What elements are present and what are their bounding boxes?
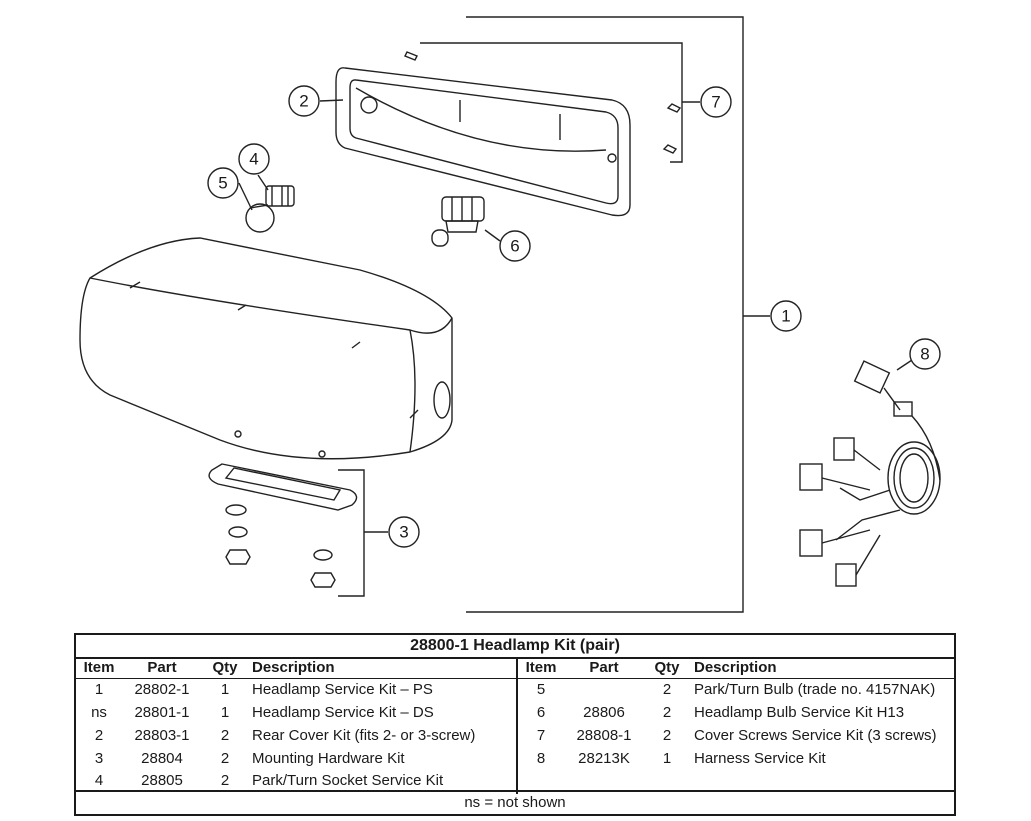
table-row: 3 28804 2 Mounting Hardware Kit: [76, 748, 516, 770]
cell-description: Headlamp Bulb Service Kit H13: [694, 704, 905, 721]
cell-part: [564, 679, 644, 700]
parts-table: 28800-1 Headlamp Kit (pair) Item Part Qt…: [74, 633, 956, 816]
cell-part: 28802-1: [134, 681, 190, 698]
park-turn-bulb-part: [245, 203, 275, 233]
callout-label-6: 6: [510, 237, 519, 256]
table-row: ns 28801-1 1 Headlamp Service Kit – DS: [76, 702, 516, 724]
cell-description: Rear Cover Kit (fits 2- or 3-screw): [252, 727, 476, 744]
item-3-bracket: [338, 469, 365, 597]
rear-cover-part: [335, 67, 631, 217]
cell-description: Harness Service Kit: [694, 750, 826, 767]
cell-qty: 2: [662, 681, 672, 698]
item-5-leader: [238, 182, 253, 211]
cell-item: 4: [94, 772, 104, 789]
cell-part: 28803-1: [134, 727, 190, 744]
cell-qty: 2: [662, 727, 672, 744]
header-qty: Qty: [654, 659, 680, 676]
table-row: 7 28808-1 2 Cover Screws Service Kit (3 …: [518, 725, 956, 747]
callout-circle-6: [499, 230, 531, 262]
callout-circle-1: [770, 300, 802, 332]
cell-qty: 2: [662, 704, 672, 721]
item-2-leader: [319, 99, 344, 102]
header-description: Description: [694, 659, 777, 676]
cell-item: 5: [536, 681, 546, 698]
item-8-leader: [896, 359, 913, 371]
table-row: 1 28802-1 1 Headlamp Service Kit – PS: [76, 679, 516, 701]
harness-part: [799, 360, 941, 587]
callout-label-3: 3: [399, 523, 408, 542]
header-description: Description: [252, 659, 335, 676]
cell-part: 28808-1: [576, 727, 632, 744]
callout-circle-2: [288, 85, 320, 117]
callout-label-7: 7: [711, 93, 720, 112]
item-6-leader: [484, 229, 501, 242]
table-title: 28800-1 Headlamp Kit (pair): [76, 635, 954, 659]
table-right-half: Item Part Qty Description 5 2 Park/Turn …: [516, 657, 956, 794]
table-row: 4 28805 2 Park/Turn Socket Service Kit: [76, 770, 516, 792]
header-qty: Qty: [212, 659, 238, 676]
callout-circle-8: [909, 338, 941, 370]
exploded-parts-diagram: 2 4 5 6 7 1 8 3: [79, 16, 941, 613]
cell-description: Park/Turn Socket Service Kit: [252, 772, 444, 789]
callout-label-5: 5: [218, 174, 227, 193]
table-left-half: Item Part Qty Description 1 28802-1 1 He…: [76, 657, 516, 794]
cell-item: 6: [536, 704, 546, 721]
table-row: 8 28213K 1 Harness Service Kit: [518, 748, 956, 770]
cell-qty: 2: [220, 772, 230, 789]
table-header-row: Item Part Qty Description: [518, 657, 956, 679]
cell-part: 28805: [141, 772, 183, 789]
item-1-bracket: [466, 16, 770, 613]
cell-item: 3: [94, 750, 104, 767]
cell-description: Headlamp Service Kit – DS: [252, 704, 434, 721]
cell-description: Mounting Hardware Kit: [252, 750, 405, 767]
cell-part: 28801-1: [134, 704, 190, 721]
park-turn-socket-part: [265, 185, 295, 207]
callout-circle-3: [388, 516, 420, 548]
cover-screws-part: [404, 51, 682, 154]
table-footnote: ns = not shown: [76, 790, 954, 814]
cell-description: Park/Turn Bulb (trade no. 4157NAK): [694, 681, 936, 698]
callout-label-8: 8: [920, 345, 929, 364]
header-part: Part: [147, 659, 177, 676]
table-row: 2 28803-1 2 Rear Cover Kit (fits 2- or 3…: [76, 725, 516, 747]
callout-circle-4: [238, 143, 270, 175]
cell-item: 2: [94, 727, 104, 744]
cell-part: 28806: [583, 704, 625, 721]
cell-item: ns: [91, 704, 107, 721]
header-part: Part: [589, 659, 619, 676]
callout-label-1: 1: [781, 307, 790, 326]
cell-item: 1: [94, 681, 104, 698]
cell-item: 7: [536, 727, 546, 744]
cell-description: Cover Screws Service Kit (3 screws): [694, 727, 937, 744]
cell-part: 28804: [141, 750, 183, 767]
cell-description: Headlamp Service Kit – PS: [252, 681, 433, 698]
table-row: 6 28806 2 Headlamp Bulb Service Kit H13: [518, 702, 956, 724]
cell-item: 8: [536, 750, 546, 767]
cell-qty: 2: [220, 727, 230, 744]
cell-part: 28213K: [578, 750, 630, 767]
table-header-row: Item Part Qty Description: [76, 657, 516, 679]
header-item: Item: [83, 659, 115, 676]
cell-qty: 1: [220, 704, 230, 721]
cell-qty: 1: [662, 750, 672, 767]
callout-label-2: 2: [299, 92, 308, 111]
callout-label-4: 4: [249, 150, 258, 169]
item-4-leader: [257, 174, 269, 191]
headlamp-bulb-part: [431, 196, 485, 247]
headlamp-housing-part: [79, 237, 453, 460]
callout-circle-5: [207, 167, 239, 199]
mounting-hardware-part: [208, 463, 358, 588]
table-row: 5 2 Park/Turn Bulb (trade no. 4157NAK): [518, 679, 956, 701]
callout-circle-7: [700, 86, 732, 118]
cell-qty: 1: [220, 681, 230, 698]
header-item: Item: [525, 659, 557, 676]
cell-qty: 2: [220, 750, 230, 767]
